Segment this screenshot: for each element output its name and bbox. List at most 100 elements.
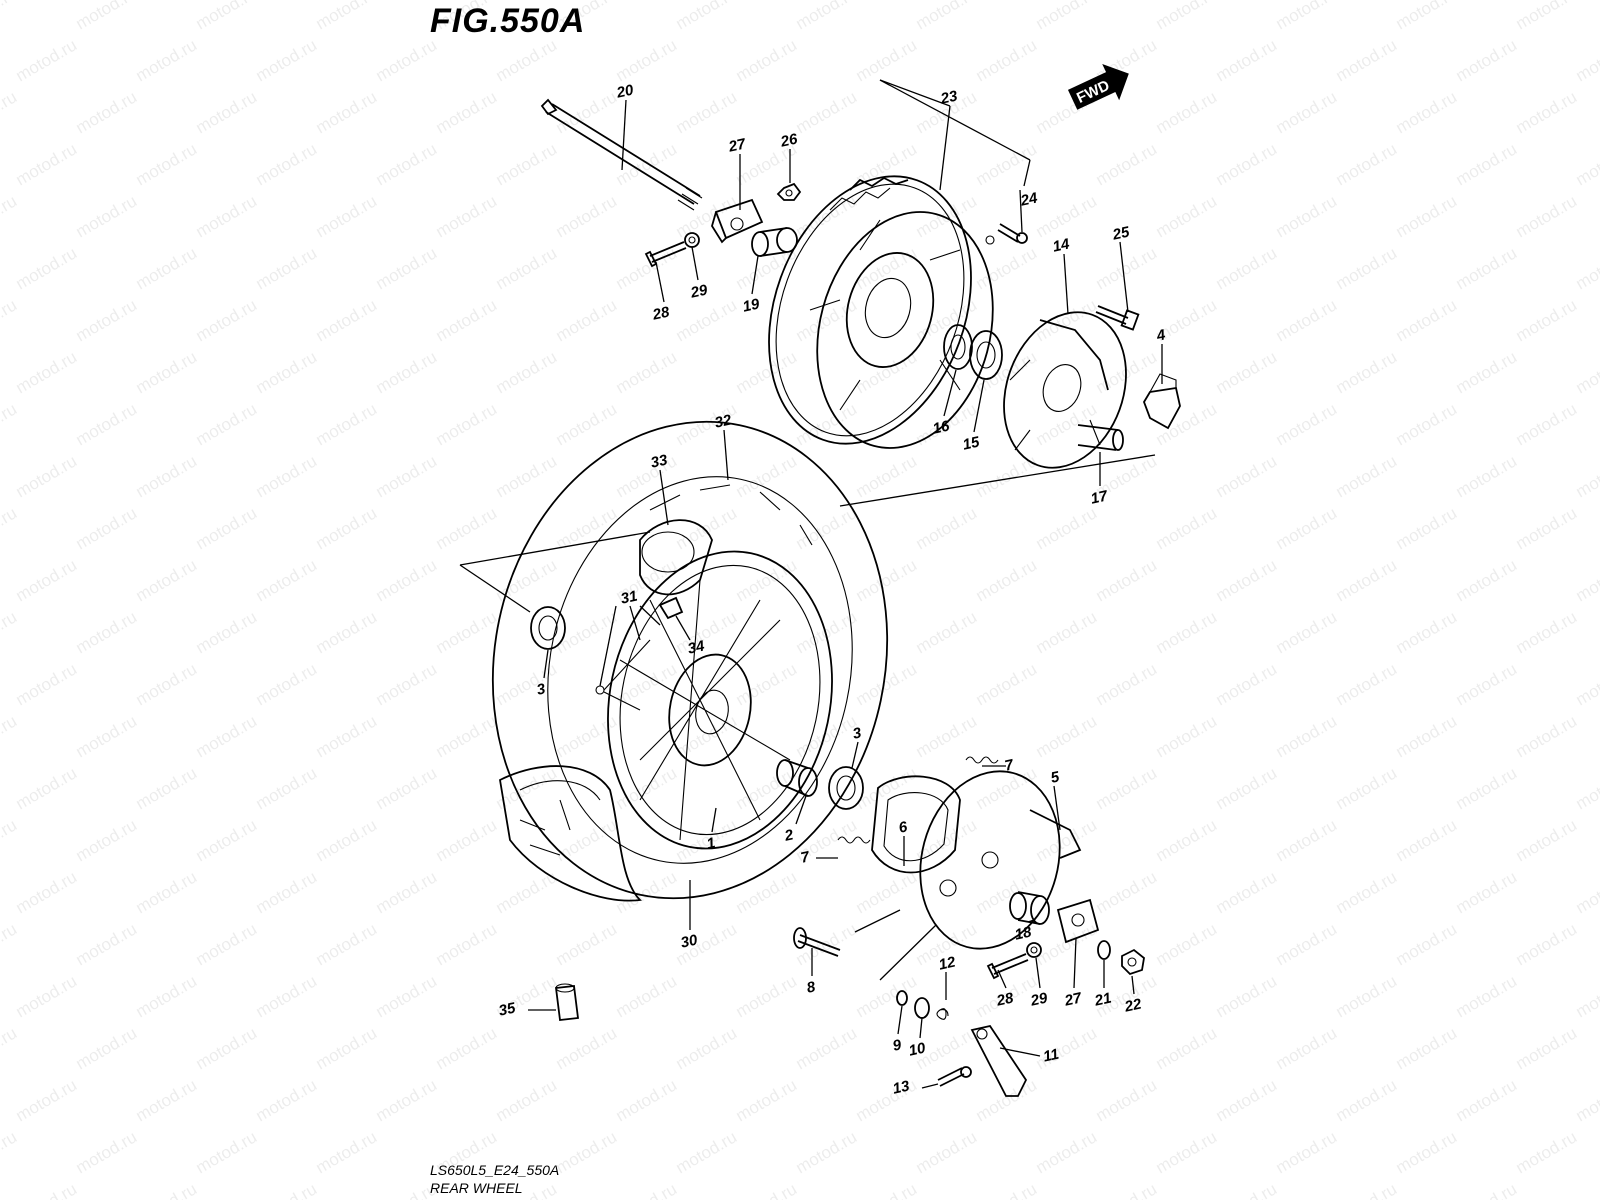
- watermark-text: motod.ru: [793, 0, 861, 33]
- watermark-text: motod.ru: [1333, 867, 1401, 917]
- explode-lines: [459, 79, 1156, 981]
- watermark-text: motod.ru: [733, 867, 801, 917]
- axle-nut: [1121, 948, 1145, 976]
- brake-shoes: [871, 775, 961, 874]
- watermark-text: motod.ru: [253, 763, 321, 813]
- watermark-text: motod.ru: [853, 555, 921, 605]
- brake-cam-lever: [970, 1024, 1028, 1097]
- callout-35: 35: [497, 999, 556, 1020]
- callout-number: 9: [891, 1036, 903, 1054]
- watermark-text: motod.ru: [1573, 971, 1600, 1021]
- watermark-text: motod.ru: [73, 191, 141, 241]
- watermark-text: motod.ru: [1453, 451, 1521, 501]
- callout-14: 14: [1051, 235, 1072, 315]
- watermark-text: motod.ru: [613, 243, 681, 293]
- callout-number: 13: [891, 1077, 911, 1097]
- watermark-text: motod.ru: [193, 1023, 261, 1073]
- watermark-text: motod.ru: [913, 191, 981, 241]
- watermark-text: motod.ru: [1273, 815, 1341, 865]
- watermark-text: motod.ru: [673, 503, 741, 553]
- watermark-text: motod.ru: [1033, 191, 1101, 241]
- callout-leader: [795, 795, 807, 825]
- watermark-text: motod.ru: [13, 763, 81, 813]
- brake-shoe-spring-upper: [965, 756, 999, 764]
- watermark-text: motod.ru: [1033, 607, 1101, 657]
- callout-leader: [919, 1017, 923, 1039]
- figure-name: REAR WHEEL: [430, 1180, 523, 1196]
- watermark-text: motod.ru: [313, 87, 381, 137]
- callout-28: 28: [994, 969, 1016, 1010]
- callout-21: 21: [1092, 960, 1113, 1010]
- watermark-text: motod.ru: [733, 451, 801, 501]
- watermark-text: motod.ru: [733, 971, 801, 1021]
- brake-cam-shaft: [793, 927, 841, 957]
- callout-9: 9: [891, 1005, 904, 1055]
- watermark-text: motod.ru: [673, 1023, 741, 1073]
- callout-23: 23: [879, 79, 960, 191]
- callout-leader: [973, 379, 985, 433]
- watermark-text: motod.ru: [973, 451, 1041, 501]
- callout-11: 11: [999, 1046, 1060, 1066]
- watermark-text: motod.ru: [793, 399, 861, 449]
- hub-bearing-upper: [969, 330, 1003, 380]
- watermark-text: motod.ru: [433, 0, 501, 33]
- callout-number: 18: [1013, 923, 1033, 943]
- callout-number: 33: [649, 451, 669, 471]
- watermark-text: motod.ru: [1333, 971, 1401, 1021]
- watermark-text: motod.ru: [853, 451, 921, 501]
- callout-number: 16: [931, 417, 951, 437]
- wheel-bearing-right: [828, 766, 864, 810]
- watermark-text: motod.ru: [1453, 971, 1521, 1021]
- watermark-text: motod.ru: [373, 139, 441, 189]
- callout-15: 15: [961, 379, 985, 454]
- watermark-text: motod.ru: [373, 867, 441, 917]
- adjuster-nut-lower: [1026, 942, 1042, 958]
- watermark-text: motod.ru: [1153, 503, 1221, 553]
- watermark-text: motod.ru: [1333, 555, 1401, 605]
- watermark-text: motod.ru: [1213, 1179, 1281, 1200]
- callout-28: 28: [650, 261, 672, 324]
- callout-leader: [711, 807, 717, 833]
- callout-leader: [1053, 785, 1061, 831]
- watermark-text: motod.ru: [253, 35, 321, 85]
- watermark-text: motod.ru: [973, 1179, 1041, 1200]
- brake-arm-spring: [936, 1008, 949, 1020]
- figure-code: LS650L5_E24_550A: [430, 1162, 560, 1178]
- watermark-text: motod.ru: [1333, 659, 1401, 709]
- watermark-text: motod.ru: [1273, 919, 1341, 969]
- watermark-text: motod.ru: [493, 1075, 561, 1125]
- watermark-text: motod.ru: [1513, 1023, 1581, 1073]
- watermark-text: motod.ru: [1033, 711, 1101, 761]
- watermark-text: motod.ru: [1213, 867, 1281, 917]
- watermark-text: motod.ru: [1333, 35, 1401, 85]
- watermark-text: motod.ru: [0, 919, 20, 969]
- watermark-text: motod.ru: [73, 815, 141, 865]
- callout-leader: [659, 469, 669, 526]
- callout-leader: [543, 649, 549, 679]
- hub-drum: [1003, 311, 1127, 469]
- watermark-text: motod.ru: [1333, 139, 1401, 189]
- watermark-text: motod.ru: [1393, 295, 1461, 345]
- watermark-text: motod.ru: [373, 763, 441, 813]
- callout-number: 26: [778, 130, 799, 150]
- watermark-text: motod.ru: [1033, 503, 1101, 553]
- watermark-text: motod.ru: [973, 1075, 1041, 1125]
- watermark-text: motod.ru: [973, 659, 1041, 709]
- callout-leader: [1119, 241, 1129, 313]
- watermark-text: motod.ru: [1033, 815, 1101, 865]
- watermark-text: motod.ru: [1513, 503, 1581, 553]
- watermark-text: motod.ru: [1213, 555, 1281, 605]
- watermark-text: motod.ru: [1153, 1127, 1221, 1177]
- callout-32: 32: [713, 411, 734, 481]
- watermark-text: motod.ru: [1093, 243, 1161, 293]
- watermark-text: motod.ru: [1213, 139, 1281, 189]
- watermark-text: motod.ru: [1453, 243, 1521, 293]
- callout-leader: [851, 741, 859, 769]
- watermark-text: motod.ru: [1153, 1023, 1221, 1073]
- callout-leader: [939, 105, 951, 191]
- callout-12: 12: [937, 953, 958, 1000]
- watermark-text: motod.ru: [1213, 347, 1281, 397]
- callout-leader: [1027, 919, 1035, 923]
- watermark-text: motod.ru: [853, 1075, 921, 1125]
- watermark-text: motod.ru: [133, 35, 201, 85]
